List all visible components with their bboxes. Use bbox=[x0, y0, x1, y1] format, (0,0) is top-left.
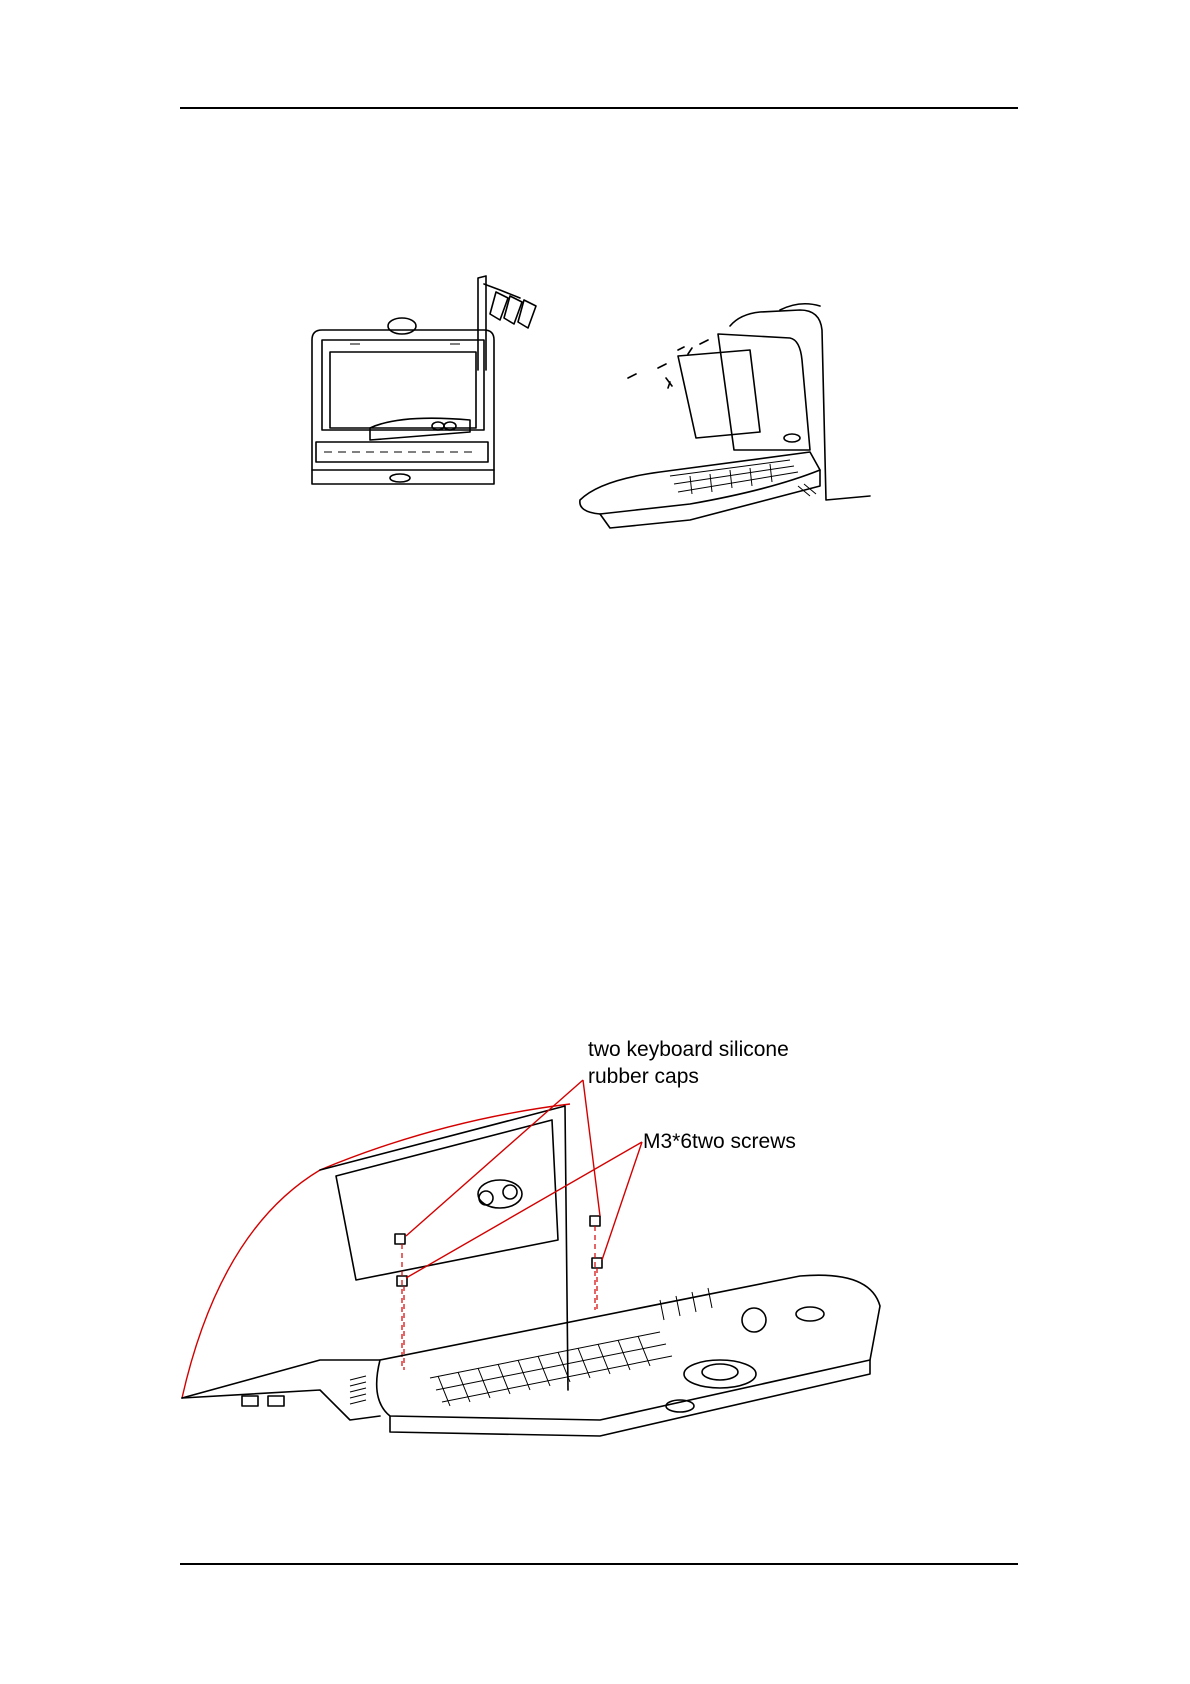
front-view-figure bbox=[300, 270, 560, 520]
header-rule bbox=[180, 107, 1018, 109]
caps-callout-label: two keyboard silicone rubber caps bbox=[588, 1036, 789, 1090]
lid-open-view-figure bbox=[570, 300, 880, 530]
caps-callout-line2: rubber caps bbox=[588, 1063, 789, 1090]
outline-arc bbox=[182, 1104, 570, 1398]
screws-callout-line bbox=[406, 1142, 642, 1278]
footer-rule bbox=[180, 1563, 1018, 1565]
caps-callout-line bbox=[406, 1080, 600, 1236]
screws-callout-label: M3*6two screws bbox=[643, 1128, 796, 1155]
caps-callout-line1: two keyboard silicone bbox=[588, 1036, 789, 1063]
keyboard-screws-figure bbox=[180, 1060, 940, 1450]
